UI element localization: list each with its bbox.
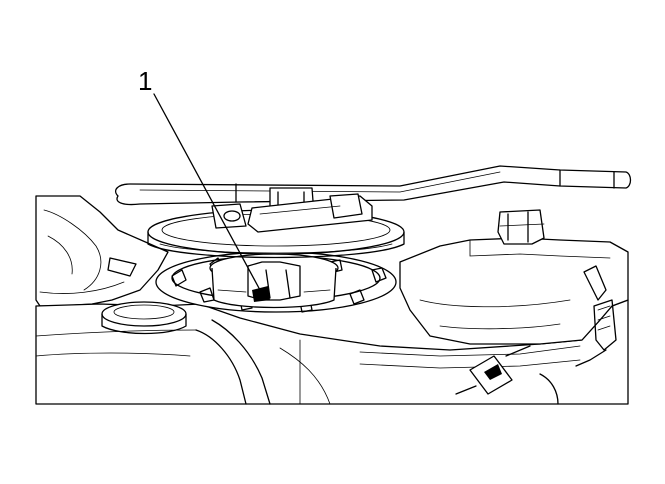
electrical-connector-clip: [497, 209, 545, 245]
callout-leader-line: [153, 93, 261, 291]
callout-number: 1: [138, 66, 153, 96]
flange-connectors: [211, 187, 373, 233]
fuel-tank-right: [399, 237, 629, 351]
fuel-line-tube: [115, 165, 632, 206]
fuel-pump-module: [209, 253, 339, 309]
fuel-tank-left: [35, 195, 169, 307]
tank-fill-port: [101, 301, 187, 335]
hose-clamp: [455, 345, 531, 395]
